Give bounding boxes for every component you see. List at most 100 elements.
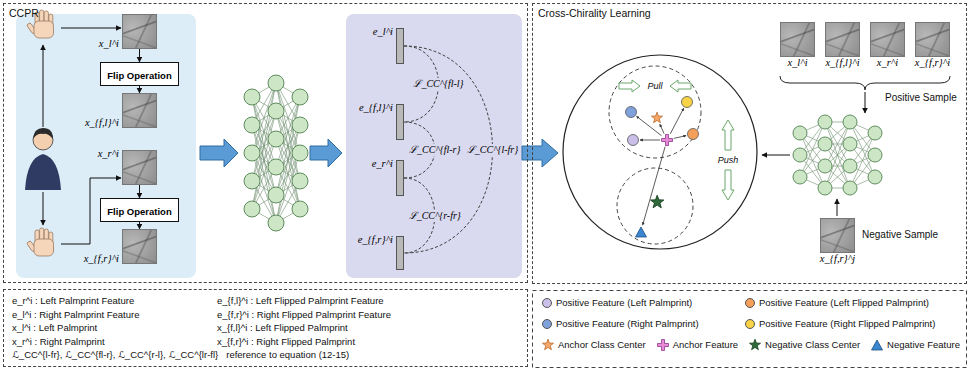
notation-text: e_{f,r}^i : Right Flipped Palmprint Feat… xyxy=(217,309,391,321)
symbol-label: x_r^i xyxy=(98,148,119,160)
legend-swatch xyxy=(745,319,755,329)
palmprint-image: x_{f,r}^i xyxy=(915,22,950,57)
feature-vector: e_{f,l}^i xyxy=(396,104,404,140)
network-neuron xyxy=(268,215,284,231)
feature-vector: e_{f,r}^i xyxy=(396,236,404,270)
network-neuron xyxy=(268,131,284,147)
legend-text: Negative Feature xyxy=(887,339,960,351)
legend-symbol xyxy=(749,339,761,351)
person-body xyxy=(25,154,61,190)
process-box: Flip Operation xyxy=(100,198,178,222)
network-neuron xyxy=(843,115,857,129)
network-link xyxy=(825,122,850,188)
network-neuron xyxy=(244,173,260,189)
network-neuron xyxy=(268,187,284,203)
pull-line xyxy=(674,136,686,139)
cross-marker xyxy=(657,340,668,351)
arrow-connector xyxy=(139,49,140,62)
legend-swatch xyxy=(542,319,552,329)
notation-text: x_l^i : Left Palmprint xyxy=(12,322,97,334)
network-neuron xyxy=(244,89,260,105)
network-neuron xyxy=(268,75,284,91)
palmprint-image: x_l^i xyxy=(122,14,157,49)
negative-cluster xyxy=(617,168,693,244)
legend-symbol xyxy=(657,339,669,351)
symbol-label: x_r^i xyxy=(877,57,898,69)
notation-text: x_r^i : Right Palmprint xyxy=(12,336,105,348)
symbol-label: x_{f,r}^j xyxy=(820,253,855,265)
symbol-label: x_{f,r}^i xyxy=(84,253,119,265)
palmprint-image: x_{f,l}^i xyxy=(122,93,157,128)
feature-vector: e_l^i xyxy=(396,28,404,64)
legend-item: Anchor Class Center xyxy=(542,339,646,351)
notation-text: e_{f,l}^i : Left Flipped Palmprint Featu… xyxy=(217,295,384,307)
symbol-label: x_l^i xyxy=(99,38,119,50)
network-neuron xyxy=(292,89,308,105)
legend-item: Positive Feature (Right Flipped Palmprin… xyxy=(745,318,935,330)
symbol-label: e_l^i xyxy=(373,26,393,38)
pull-line xyxy=(640,140,660,141)
network-neuron xyxy=(818,181,832,195)
pull-arrow xyxy=(619,80,640,92)
push-arrow xyxy=(722,170,734,200)
legend-item: Positive Feature (Right Palmprint) xyxy=(542,318,699,330)
block-arrow xyxy=(310,139,342,167)
embedding-space xyxy=(563,55,757,249)
anchor-feature-cross xyxy=(662,135,673,146)
notation-text: e_r^i : Left Palmprint Feature xyxy=(12,295,134,307)
box-label: Flip Operation xyxy=(107,70,171,81)
triangle-marker xyxy=(872,340,883,350)
process-box: Flip Operation xyxy=(100,62,178,86)
dashed-panel: Cross-Chirality Learningx_l^ix_{f,l}^ix_… xyxy=(532,3,967,284)
leader-arrow xyxy=(837,199,838,216)
legend-swatch xyxy=(745,298,755,308)
palmprint-image: x_{f,r}^j xyxy=(820,218,855,253)
network-neuron xyxy=(268,159,284,175)
legend-text: Positive Feature (Right Palmprint) xyxy=(556,318,699,330)
network-neuron xyxy=(793,148,807,162)
neural-network xyxy=(244,75,308,231)
notation-text: reference to equation (12-15) xyxy=(226,349,349,361)
palmprint-image: x_l^i xyxy=(780,22,815,57)
symbol-label: x_{f,r}^i xyxy=(915,57,950,69)
network-neuron xyxy=(793,170,807,184)
legend-text: Positive Feature (Left Palmprint) xyxy=(556,297,692,309)
network-neuron xyxy=(843,159,857,173)
connector-label: ℒ_CC^{l-fr} xyxy=(466,144,519,156)
neural-network xyxy=(793,115,882,195)
symbol-label: x_l^i xyxy=(787,57,807,69)
feature-panel xyxy=(346,14,522,278)
legend-text: Positive Feature (Right Flipped Palmprin… xyxy=(759,318,935,330)
anchor-center-star xyxy=(651,112,662,122)
network-neuron xyxy=(268,103,284,119)
star-marker xyxy=(542,339,553,349)
panel-title: CCPR xyxy=(9,7,39,20)
dashed-panel: CCPRx_l^iFlip Operationx_{f,l}^ix_r^iFli… xyxy=(3,3,528,283)
network-neuron xyxy=(843,137,857,151)
annotation: Pull xyxy=(647,80,662,92)
right-flipped-feature-dot xyxy=(682,97,693,108)
notation-text: x_{f,r}^i : Right Flipped Palmprint xyxy=(217,336,355,348)
legend-text: Negative Class Center xyxy=(765,339,860,351)
network-neuron xyxy=(868,170,882,184)
legend-text: Anchor Feature xyxy=(673,339,738,351)
positive-cluster xyxy=(609,66,701,158)
symbol-label: x_{f,l}^i xyxy=(825,57,859,69)
legend-item: Negative Class Center xyxy=(749,339,860,351)
negative-center-star xyxy=(651,195,664,208)
leader-arrow xyxy=(762,155,790,156)
annotation: Negative Sample xyxy=(862,229,938,241)
connector-label: ℒ_CC^{r-fr} xyxy=(408,210,462,222)
network-neuron xyxy=(244,117,260,133)
block-arrow xyxy=(200,139,238,167)
brace xyxy=(780,76,950,90)
leader-arrow xyxy=(43,45,44,127)
notation-text: x_{f,l}^i : Left Flipped Palmprint xyxy=(217,322,348,334)
network-neuron xyxy=(868,126,882,140)
legend-text: Anchor Class Center xyxy=(558,339,646,351)
pull-line xyxy=(660,124,664,133)
box-label: Flip Operation xyxy=(107,206,171,217)
symbol-label: e_{f,r}^i xyxy=(358,234,393,246)
notation-text: e_l^i : Right Palmprint Feature xyxy=(12,309,140,321)
